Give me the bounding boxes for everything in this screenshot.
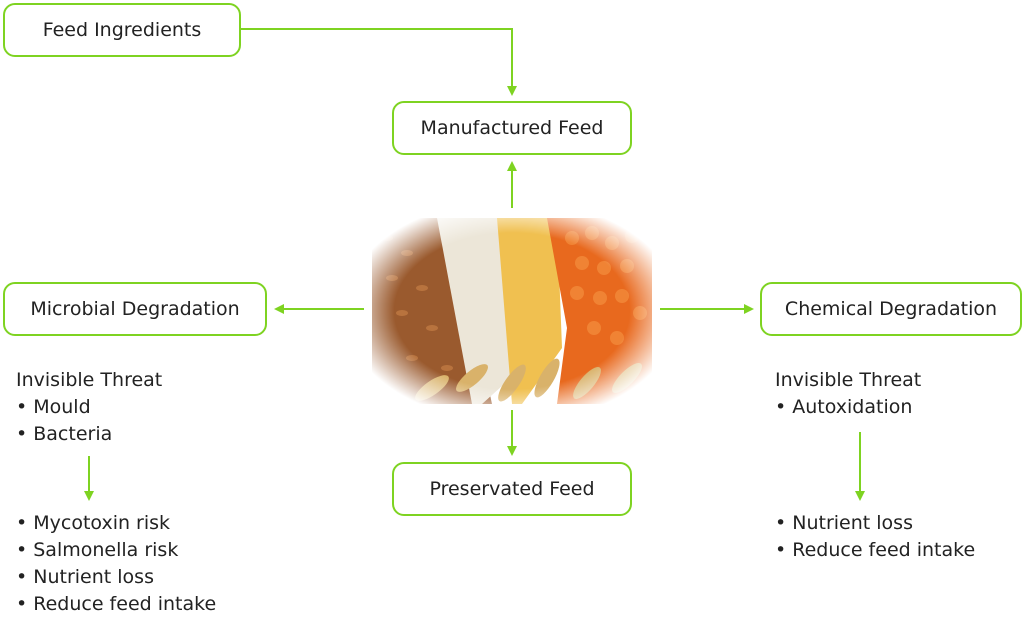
manufactured-feed-label: Manufactured Feed xyxy=(420,117,604,139)
arrow-ingredients-to-manufactured xyxy=(241,28,517,96)
microbial-effect-item: • Salmonella risk xyxy=(16,539,179,561)
manufactured-feed-box: Manufactured Feed xyxy=(392,101,632,155)
microbial-effects-list: • Mycotoxin risk • Salmonella risk • Nut… xyxy=(16,510,216,618)
microbial-threat-list: Invisible Threat • Mould • Bacteria xyxy=(16,367,162,448)
chemical-degradation-box: Chemical Degradation xyxy=(760,282,1022,336)
microbial-effect-item: • Nutrient loss xyxy=(16,566,154,588)
preservated-feed-box: Preservated Feed xyxy=(392,462,632,516)
microbial-threat-item: • Mould xyxy=(16,396,91,418)
microbial-threat-item: • Bacteria xyxy=(16,423,113,445)
chemical-effects-list: • Nutrient loss • Reduce feed intake xyxy=(775,510,975,564)
microbial-degradation-label: Microbial Degradation xyxy=(30,298,240,320)
microbial-effect-item: • Reduce feed intake xyxy=(16,593,217,615)
chemical-degradation-label: Chemical Degradation xyxy=(784,298,998,320)
feed-ingredients-box: Feed Ingredients xyxy=(3,3,241,57)
feed-ingredients-label: Feed Ingredients xyxy=(42,19,202,41)
chemical-threat-list: Invisible Threat • Autoxidation xyxy=(775,367,921,421)
chemical-effect-item: • Nutrient loss xyxy=(775,512,913,534)
preservated-feed-label: Preservated Feed xyxy=(429,478,595,500)
grains-and-seeds-photo xyxy=(372,218,652,404)
microbial-degradation-box: Microbial Degradation xyxy=(3,282,267,336)
chemical-threat-title: Invisible Threat xyxy=(775,369,922,391)
microbial-threat-title: Invisible Threat xyxy=(16,369,163,391)
microbial-effect-item: • Mycotoxin risk xyxy=(16,512,171,534)
chemical-threat-item: • Autoxidation xyxy=(775,396,913,418)
chemical-effect-item: • Reduce feed intake xyxy=(775,539,976,561)
